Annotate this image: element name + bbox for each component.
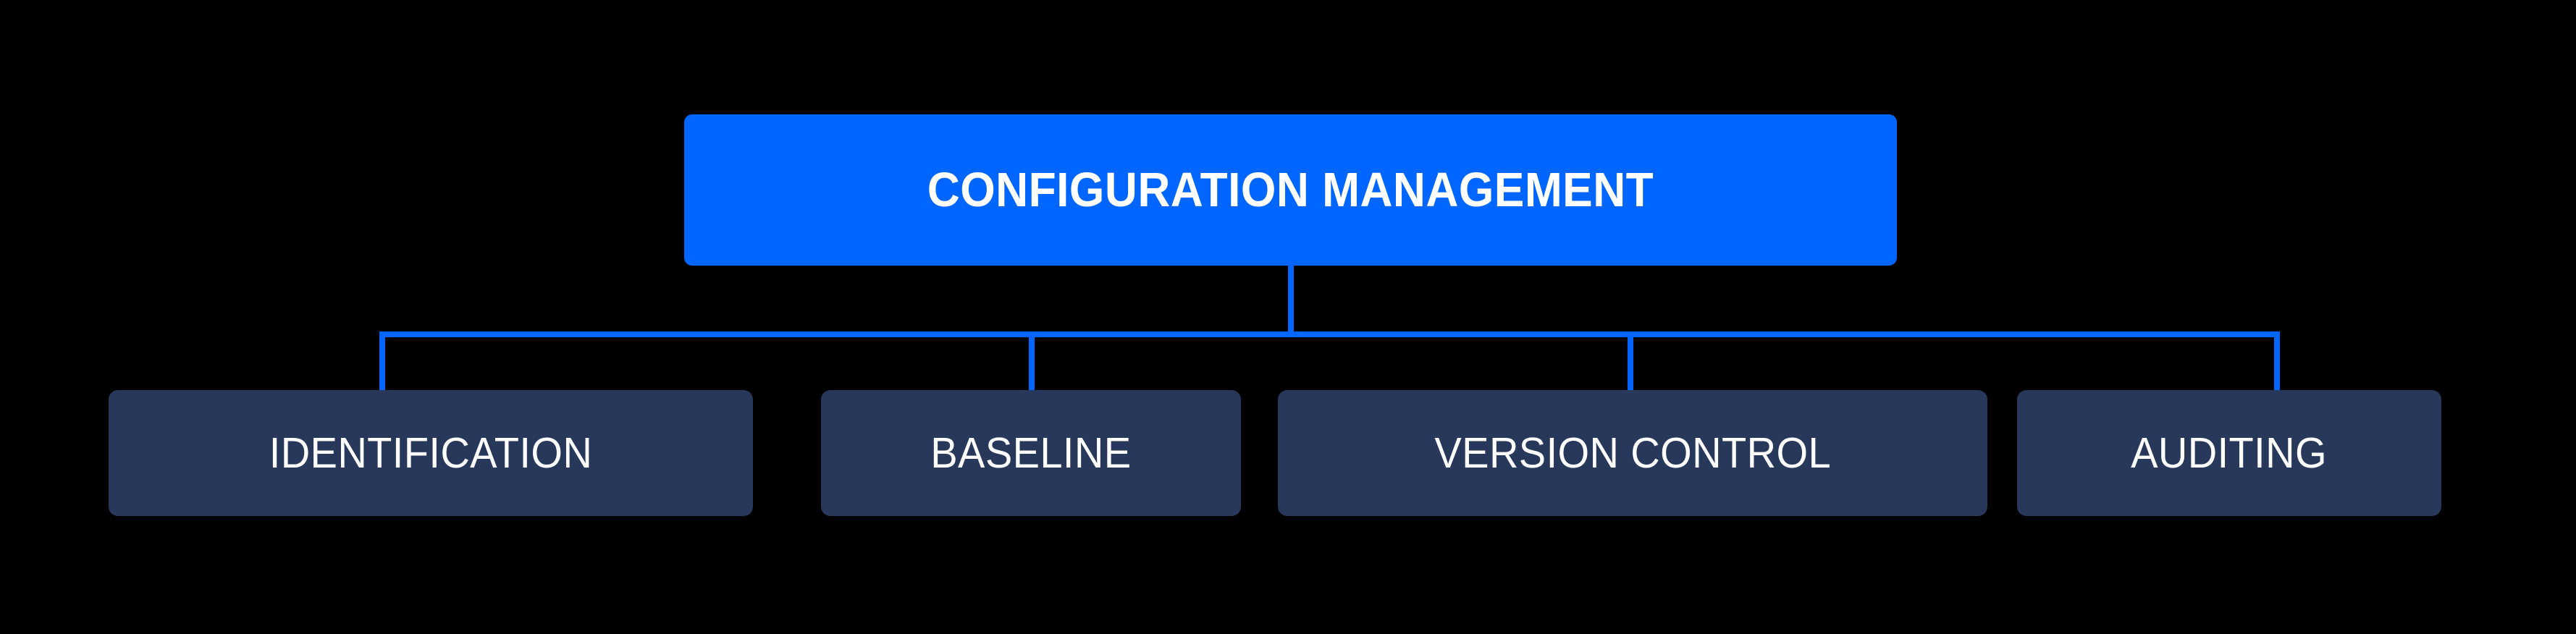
node-child-label: BASELINE bbox=[930, 429, 1132, 477]
connector-trunk bbox=[1288, 265, 1294, 334]
node-child-label: VERSION CONTROL bbox=[1434, 429, 1831, 477]
connector-drop-version-control bbox=[1628, 331, 1633, 391]
node-root-configuration-management[interactable]: CONFIGURATION MANAGEMENT bbox=[684, 114, 1897, 266]
connector-drop-auditing bbox=[2274, 331, 2280, 391]
node-child-auditing[interactable]: AUDITING bbox=[2017, 390, 2441, 516]
connector-drop-baseline bbox=[1029, 331, 1035, 391]
node-child-label: IDENTIFICATION bbox=[269, 429, 593, 477]
connector-drop-identification bbox=[379, 331, 385, 391]
node-child-baseline[interactable]: BASELINE bbox=[821, 390, 1241, 516]
connector-horizontal-bus bbox=[379, 331, 2280, 337]
node-child-label: AUDITING bbox=[2131, 429, 2328, 477]
node-child-identification[interactable]: IDENTIFICATION bbox=[109, 390, 753, 516]
node-child-version-control[interactable]: VERSION CONTROL bbox=[1278, 390, 1987, 516]
node-root-label: CONFIGURATION MANAGEMENT bbox=[927, 163, 1654, 217]
